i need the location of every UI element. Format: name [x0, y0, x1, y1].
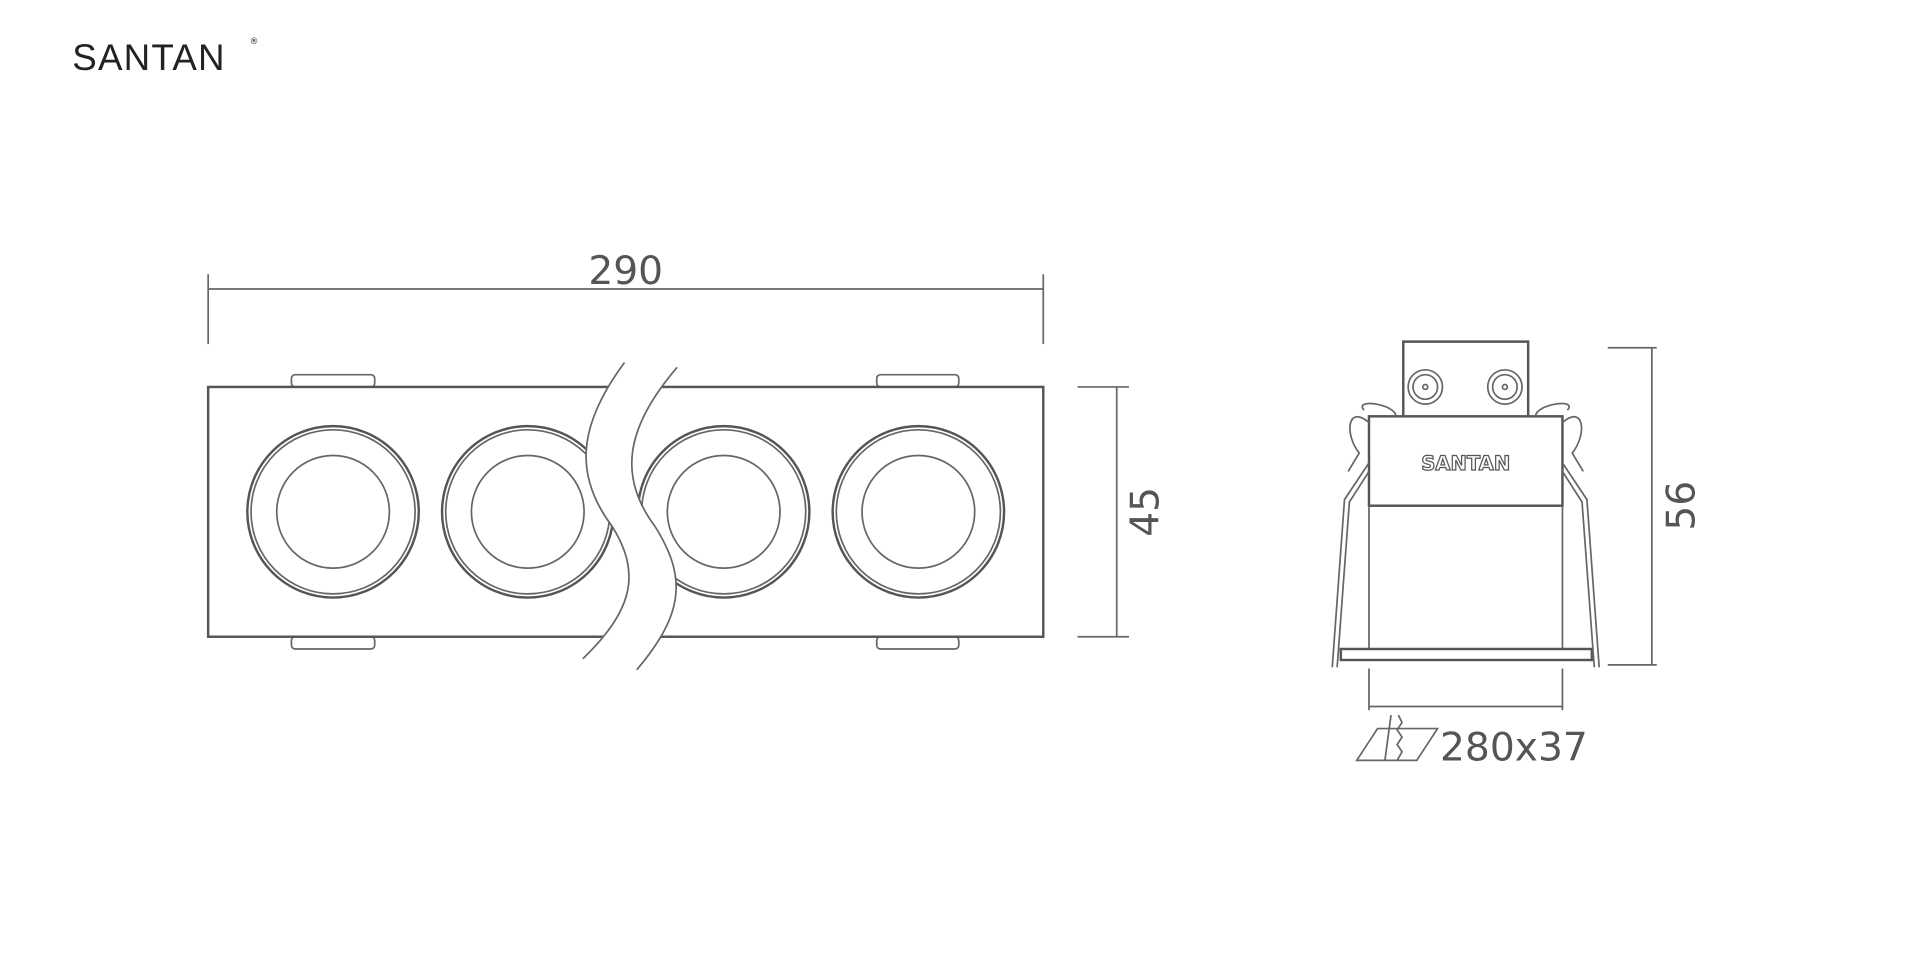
screw-icon — [1407, 368, 1444, 405]
width-label: 290 — [588, 249, 663, 294]
product-mark: SANTAN — [1421, 452, 1510, 475]
ceiling-cutout-icon — [1355, 714, 1440, 762]
spring-clip-left — [1331, 402, 1397, 668]
spring-clip-right — [1534, 402, 1601, 668]
front-view: 290 45 — [206, 249, 1168, 671]
logo-text: SANTAN — [72, 37, 226, 78]
side-height-label: 56 — [1660, 481, 1705, 531]
registered-mark: ® — [250, 37, 259, 47]
side-view: SANTAN 56 280x37 — [1331, 340, 1705, 770]
break-mark — [582, 362, 678, 670]
lens-ring — [246, 424, 420, 599]
height-dimension-56: 56 — [1607, 346, 1705, 666]
height-label: 45 — [1123, 487, 1168, 537]
brand-logo: SANTAN ® — [72, 37, 258, 78]
height-dimension: 45 — [1077, 386, 1168, 638]
lens-ring — [831, 424, 1006, 599]
width-dimension: 290 — [207, 249, 1045, 345]
screw-icon — [1486, 368, 1523, 405]
cutout-label: 280x37 — [1440, 725, 1588, 770]
cutout-dimension: 280x37 — [1355, 668, 1588, 770]
